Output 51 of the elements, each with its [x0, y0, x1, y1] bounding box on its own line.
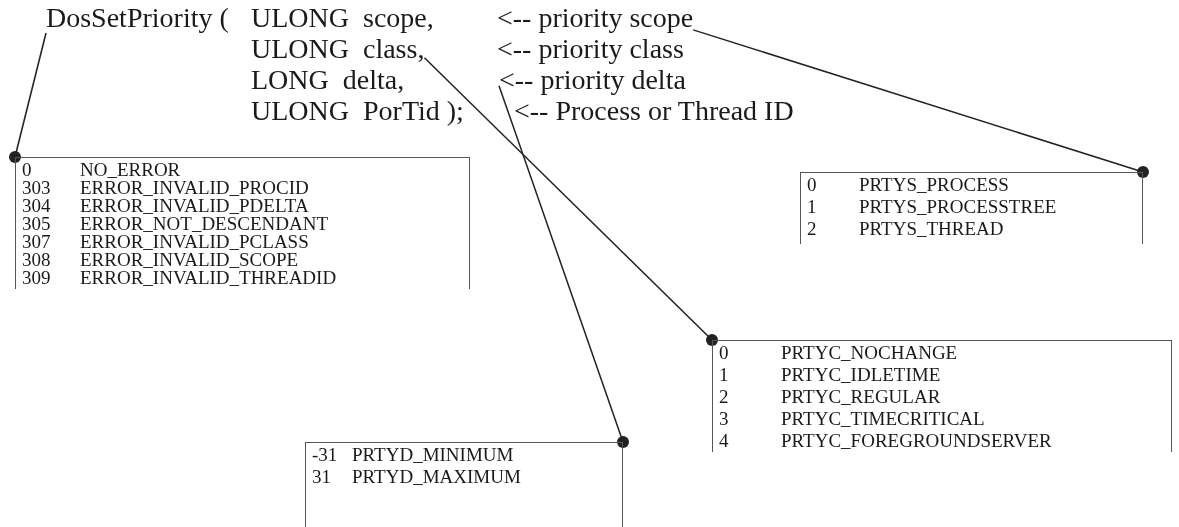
value-code: 0	[807, 174, 818, 196]
constant-name: PRTYS_PROCESS	[859, 174, 1010, 196]
constant-name: ERROR_INVALID_PROCID	[80, 177, 310, 195]
parameter-declaration: ULONG scope,	[251, 2, 434, 33]
constant-name: PRTYC_TIMECRITICAL	[781, 408, 986, 430]
value-code: 303	[22, 177, 52, 195]
value-table	[15, 157, 470, 289]
parameter-declaration: LONG delta,	[251, 64, 405, 95]
value-code: 307	[22, 231, 52, 249]
constant-name: PRTYD_MINIMUM	[352, 444, 515, 466]
constant-name: ERROR_NOT_DESCENDANT	[80, 213, 330, 231]
leader-line	[692, 29, 1149, 178]
constant-name: PRTYC_REGULAR	[781, 386, 942, 408]
comment-text: <-- Process or Thread ID	[514, 95, 794, 126]
value-table	[305, 442, 623, 527]
value-code: 0	[22, 159, 33, 177]
value-code: 2	[719, 386, 730, 408]
constant-name: ERROR_INVALID_SCOPE	[80, 249, 299, 267]
constant-name: PRTYC_IDLETIME	[781, 364, 942, 386]
constant-name: PRTYC_NOCHANGE	[781, 342, 959, 364]
value-code: 309	[22, 267, 52, 285]
parameter-declaration: ULONG class,	[251, 33, 425, 64]
value-code: 308	[22, 249, 52, 267]
function-name: DosSetPriority (	[46, 2, 229, 33]
constant-name: PRTYD_MAXIMUM	[352, 466, 522, 488]
value-code: -31	[312, 444, 339, 466]
constant-name: PRTYS_PROCESSTREE	[859, 196, 1058, 218]
constant-name: ERROR_INVALID_THREADID	[80, 267, 338, 285]
leader-line	[9, 32, 47, 163]
constant-name: ERROR_INVALID_PDELTA	[80, 195, 310, 213]
constant-name: PRTYS_THREAD	[859, 218, 1005, 240]
constant-name: NO_ERROR	[80, 159, 182, 177]
value-code: 2	[807, 218, 818, 240]
value-code: 304	[22, 195, 52, 213]
value-code: 1	[719, 364, 730, 386]
value-code: 3	[719, 408, 730, 430]
constant-name: PRTYC_FOREGROUNDSERVER	[781, 430, 1053, 452]
value-code: 31	[312, 466, 332, 488]
value-code: 0	[719, 342, 730, 364]
comment-text: <-- priority scope	[497, 2, 694, 33]
leader-line	[498, 84, 629, 448]
value-table	[712, 340, 1172, 452]
parameter-declaration: ULONG PorTid );	[251, 95, 464, 126]
leader-line	[423, 57, 718, 346]
value-code: 4	[719, 430, 730, 452]
value-code: 305	[22, 213, 52, 231]
constant-name: ERROR_INVALID_PCLASS	[80, 231, 309, 249]
value-table	[800, 172, 1143, 244]
value-code: 1	[807, 196, 818, 218]
comment-text: <-- priority class	[497, 33, 684, 64]
comment-text: <-- priority delta	[499, 64, 686, 95]
